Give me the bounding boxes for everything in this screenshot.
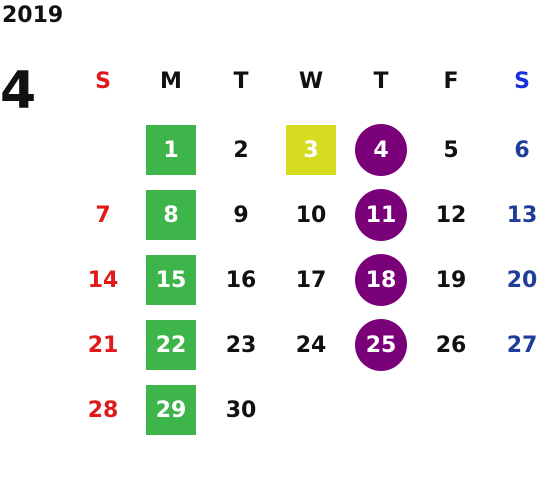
day-cell-green-highlight[interactable]: 22 [146,320,196,370]
day-cell[interactable]: 24 [295,332,327,358]
weekday-header: F [443,68,459,94]
day-cell[interactable]: 7 [95,202,111,228]
day-cell[interactable]: 20 [506,267,538,293]
day-cell[interactable]: 26 [435,332,467,358]
day-cell-green-highlight[interactable]: 1 [146,125,196,175]
weekday-header: S [95,68,111,94]
day-cell-green-highlight[interactable]: 8 [146,190,196,240]
weekday-header: S [514,68,530,94]
day-cell[interactable]: 19 [435,267,467,293]
day-cell[interactable]: 9 [233,202,249,228]
weekday-header: M [160,68,182,94]
weekday-header: T [233,68,249,94]
day-cell-purple-highlight[interactable]: 4 [355,124,407,176]
day-cell[interactable]: 17 [295,267,327,293]
weekday-header: T [373,68,389,94]
day-cell[interactable]: 10 [295,202,327,228]
day-cell[interactable]: 5 [443,137,459,163]
day-cell[interactable]: 21 [87,332,119,358]
weekday-header: W [298,68,324,94]
day-cell-yellow-highlight[interactable]: 3 [286,125,336,175]
month-number: 4 [0,61,37,121]
day-cell[interactable]: 13 [506,202,538,228]
day-cell-purple-highlight[interactable]: 11 [355,189,407,241]
day-cell-green-highlight[interactable]: 29 [146,385,196,435]
day-cell[interactable]: 28 [87,397,119,423]
day-cell-purple-highlight[interactable]: 18 [355,254,407,306]
day-cell[interactable]: 14 [87,267,119,293]
day-cell[interactable]: 2 [233,137,249,163]
day-cell[interactable]: 30 [225,397,257,423]
day-cell[interactable]: 6 [514,137,530,163]
day-cell-purple-highlight[interactable]: 25 [355,319,407,371]
day-cell[interactable]: 27 [506,332,538,358]
year-label: 2019 [2,3,64,28]
day-cell[interactable]: 23 [225,332,257,358]
day-cell-green-highlight[interactable]: 15 [146,255,196,305]
day-cell[interactable]: 12 [435,202,467,228]
day-cell[interactable]: 16 [225,267,257,293]
